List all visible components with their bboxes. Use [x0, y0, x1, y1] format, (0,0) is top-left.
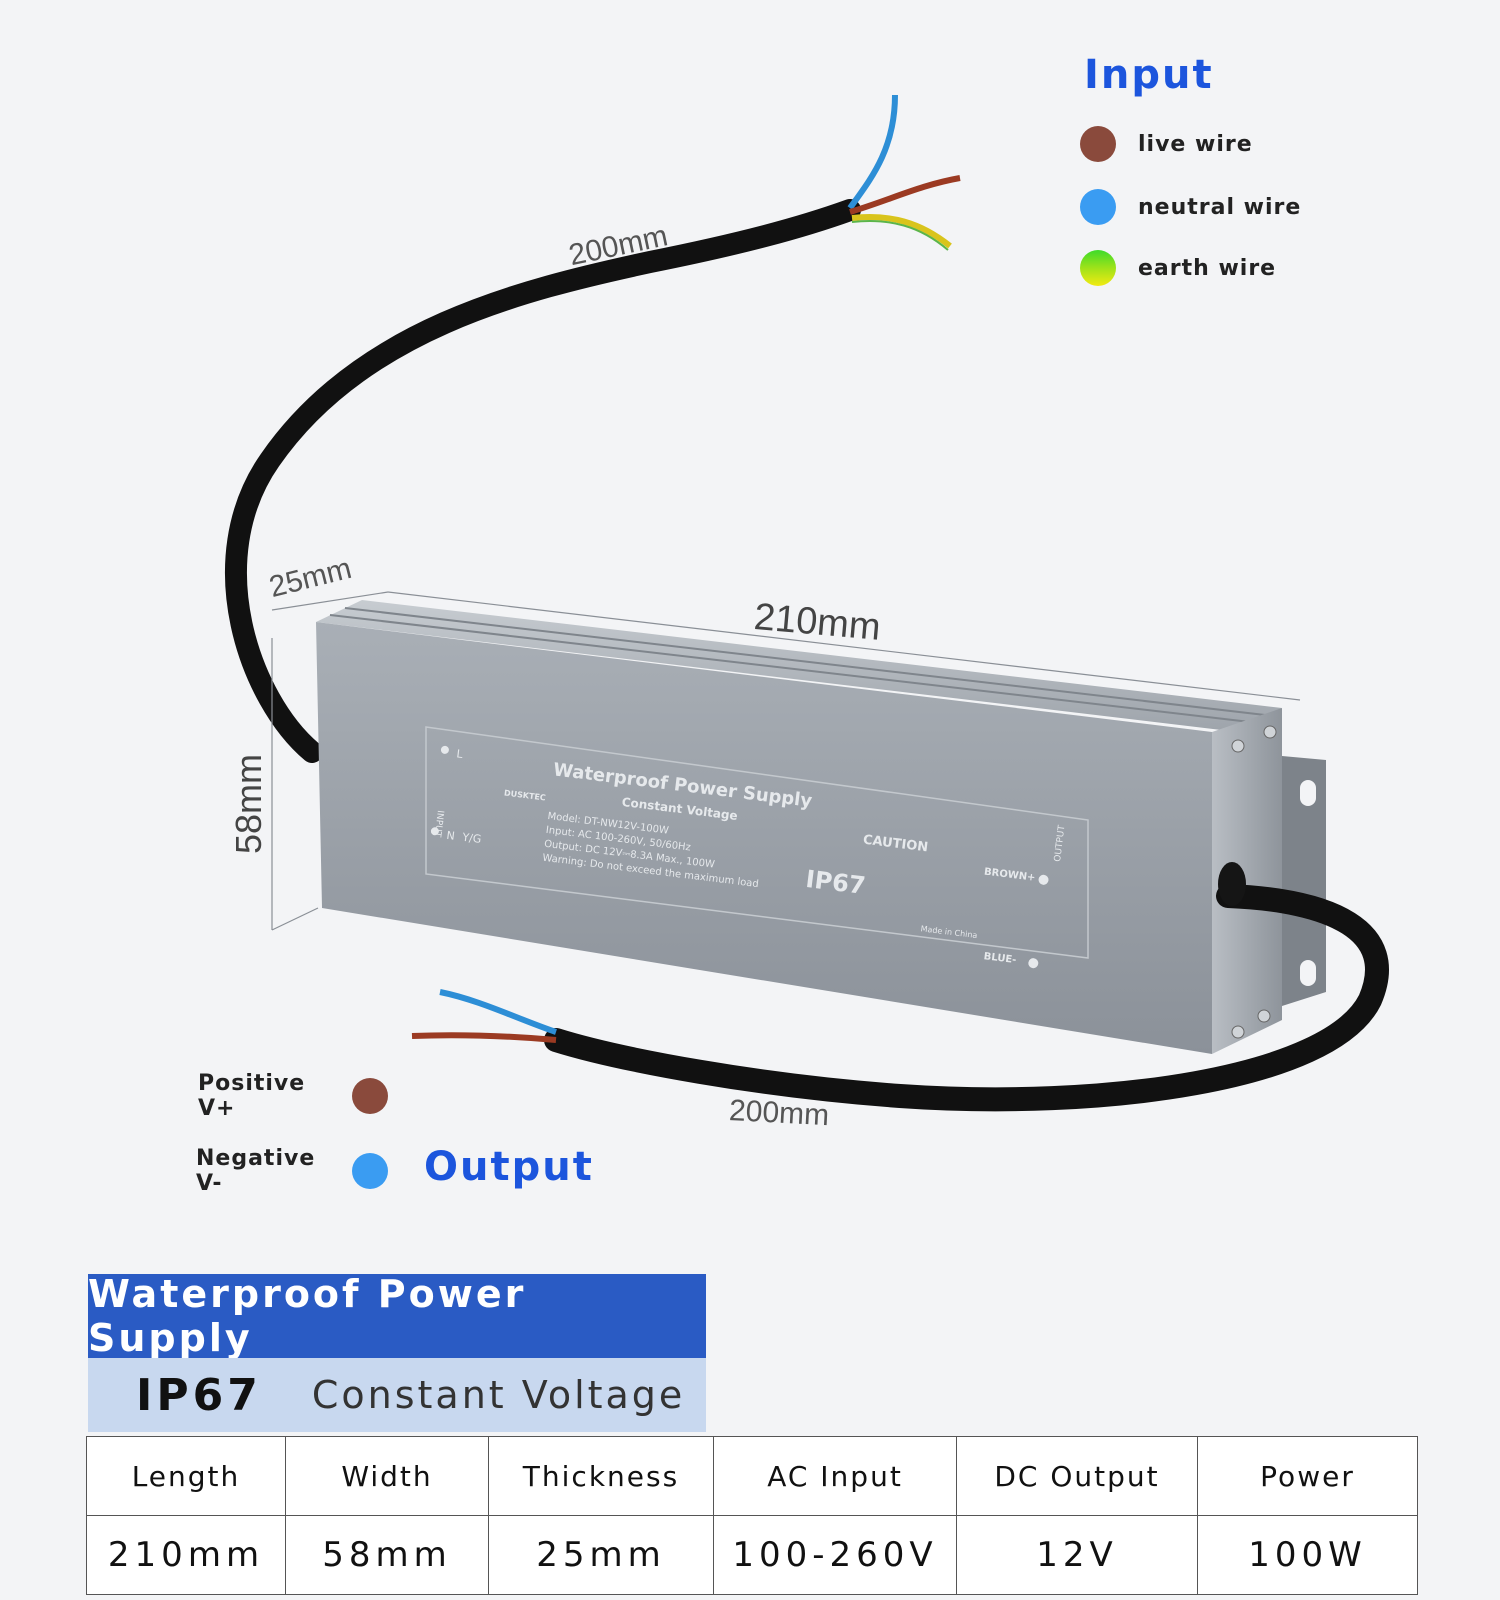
output-legend-title: Output [424, 1144, 594, 1190]
spec-value-row: 210mm 58mm 25mm 100-260V 12V 100W [86, 1515, 1418, 1595]
pin-yg-label: Y/G [461, 831, 482, 846]
spec-value: 58mm [285, 1515, 489, 1595]
neutral-wire-label: neutral wire [1138, 194, 1302, 220]
height-dimension-label: 58mm [228, 753, 269, 854]
blue-minus-label: BLUE- [983, 951, 1017, 966]
spec-value: 100-260V [713, 1515, 957, 1595]
pin-dot [430, 827, 439, 836]
housing-end [1212, 708, 1282, 1054]
spec-value: 25mm [488, 1515, 714, 1595]
live-wire-label: live wire [1138, 131, 1253, 157]
output-pin-dot [1028, 958, 1039, 969]
earth-wire [851, 214, 952, 249]
spec-header: Length [86, 1436, 286, 1516]
legend-neutral-wire: neutral wire [1080, 189, 1301, 225]
live-wire [849, 175, 961, 215]
legend-live-wire: live wire [1080, 126, 1253, 162]
neutral-wire-swatch [1080, 189, 1116, 225]
spec-header: Thickness [488, 1436, 714, 1516]
spec-header: Power [1197, 1436, 1418, 1516]
label-panel [425, 726, 1089, 959]
legend-negative: Negative V- [196, 1146, 388, 1196]
earth-wire-swatch [1080, 250, 1116, 286]
live-wire-swatch [1080, 126, 1116, 162]
spec-table: Length Width Thickness AC Input DC Outpu… [86, 1436, 1418, 1595]
output-negative-wire [439, 989, 557, 1035]
voltage-mode: Constant Voltage [311, 1373, 686, 1417]
output-pin-dot [1038, 874, 1049, 885]
product-banner: Waterproof Power Supply [88, 1272, 706, 1360]
output-cable [544, 884, 1389, 1112]
input-cable [225, 199, 861, 763]
earth-wire-label: earth wire [1138, 255, 1277, 281]
output-cable-length-label: 200mm [728, 1094, 830, 1133]
negative-swatch [352, 1153, 388, 1189]
output-positive-wire [411, 1032, 557, 1043]
ip-rating: IP67 [136, 1369, 262, 1421]
product-illustration: L N Y/G DUSKTEC Waterproof Power Supply … [225, 94, 1389, 1112]
spec-header-row: Length Width Thickness AC Input DC Outpu… [86, 1436, 1418, 1516]
output-side-label: OUTPUT [1053, 824, 1067, 862]
pin-l-label: L [456, 747, 465, 761]
input-legend: Input [1084, 52, 1214, 98]
spec-header: AC Input [713, 1436, 957, 1516]
pin-n-label: N [446, 829, 456, 843]
spec-value: 100W [1197, 1515, 1418, 1595]
input-legend-title: Input [1084, 52, 1214, 98]
legend-earth-wire: earth wire [1080, 250, 1276, 286]
mounting-bracket [1282, 756, 1326, 1006]
spec-value: 12V [956, 1515, 1198, 1595]
spec-value: 210mm [86, 1515, 286, 1595]
legend-positive: Positive V+ [198, 1071, 388, 1121]
banner-title: Waterproof Power Supply [88, 1272, 527, 1360]
spec-header: Width [285, 1436, 489, 1516]
negative-label: Negative V- [196, 1146, 316, 1196]
pin-dot [440, 745, 449, 754]
dimension-lines [271, 591, 1301, 931]
positive-swatch [352, 1078, 388, 1114]
positive-label: Positive V+ [198, 1071, 306, 1121]
product-subbanner: IP67 Constant Voltage [88, 1358, 706, 1432]
spec-header: DC Output [956, 1436, 1198, 1516]
input-side-label: INPUT [432, 810, 445, 838]
neutral-wire [847, 94, 898, 210]
